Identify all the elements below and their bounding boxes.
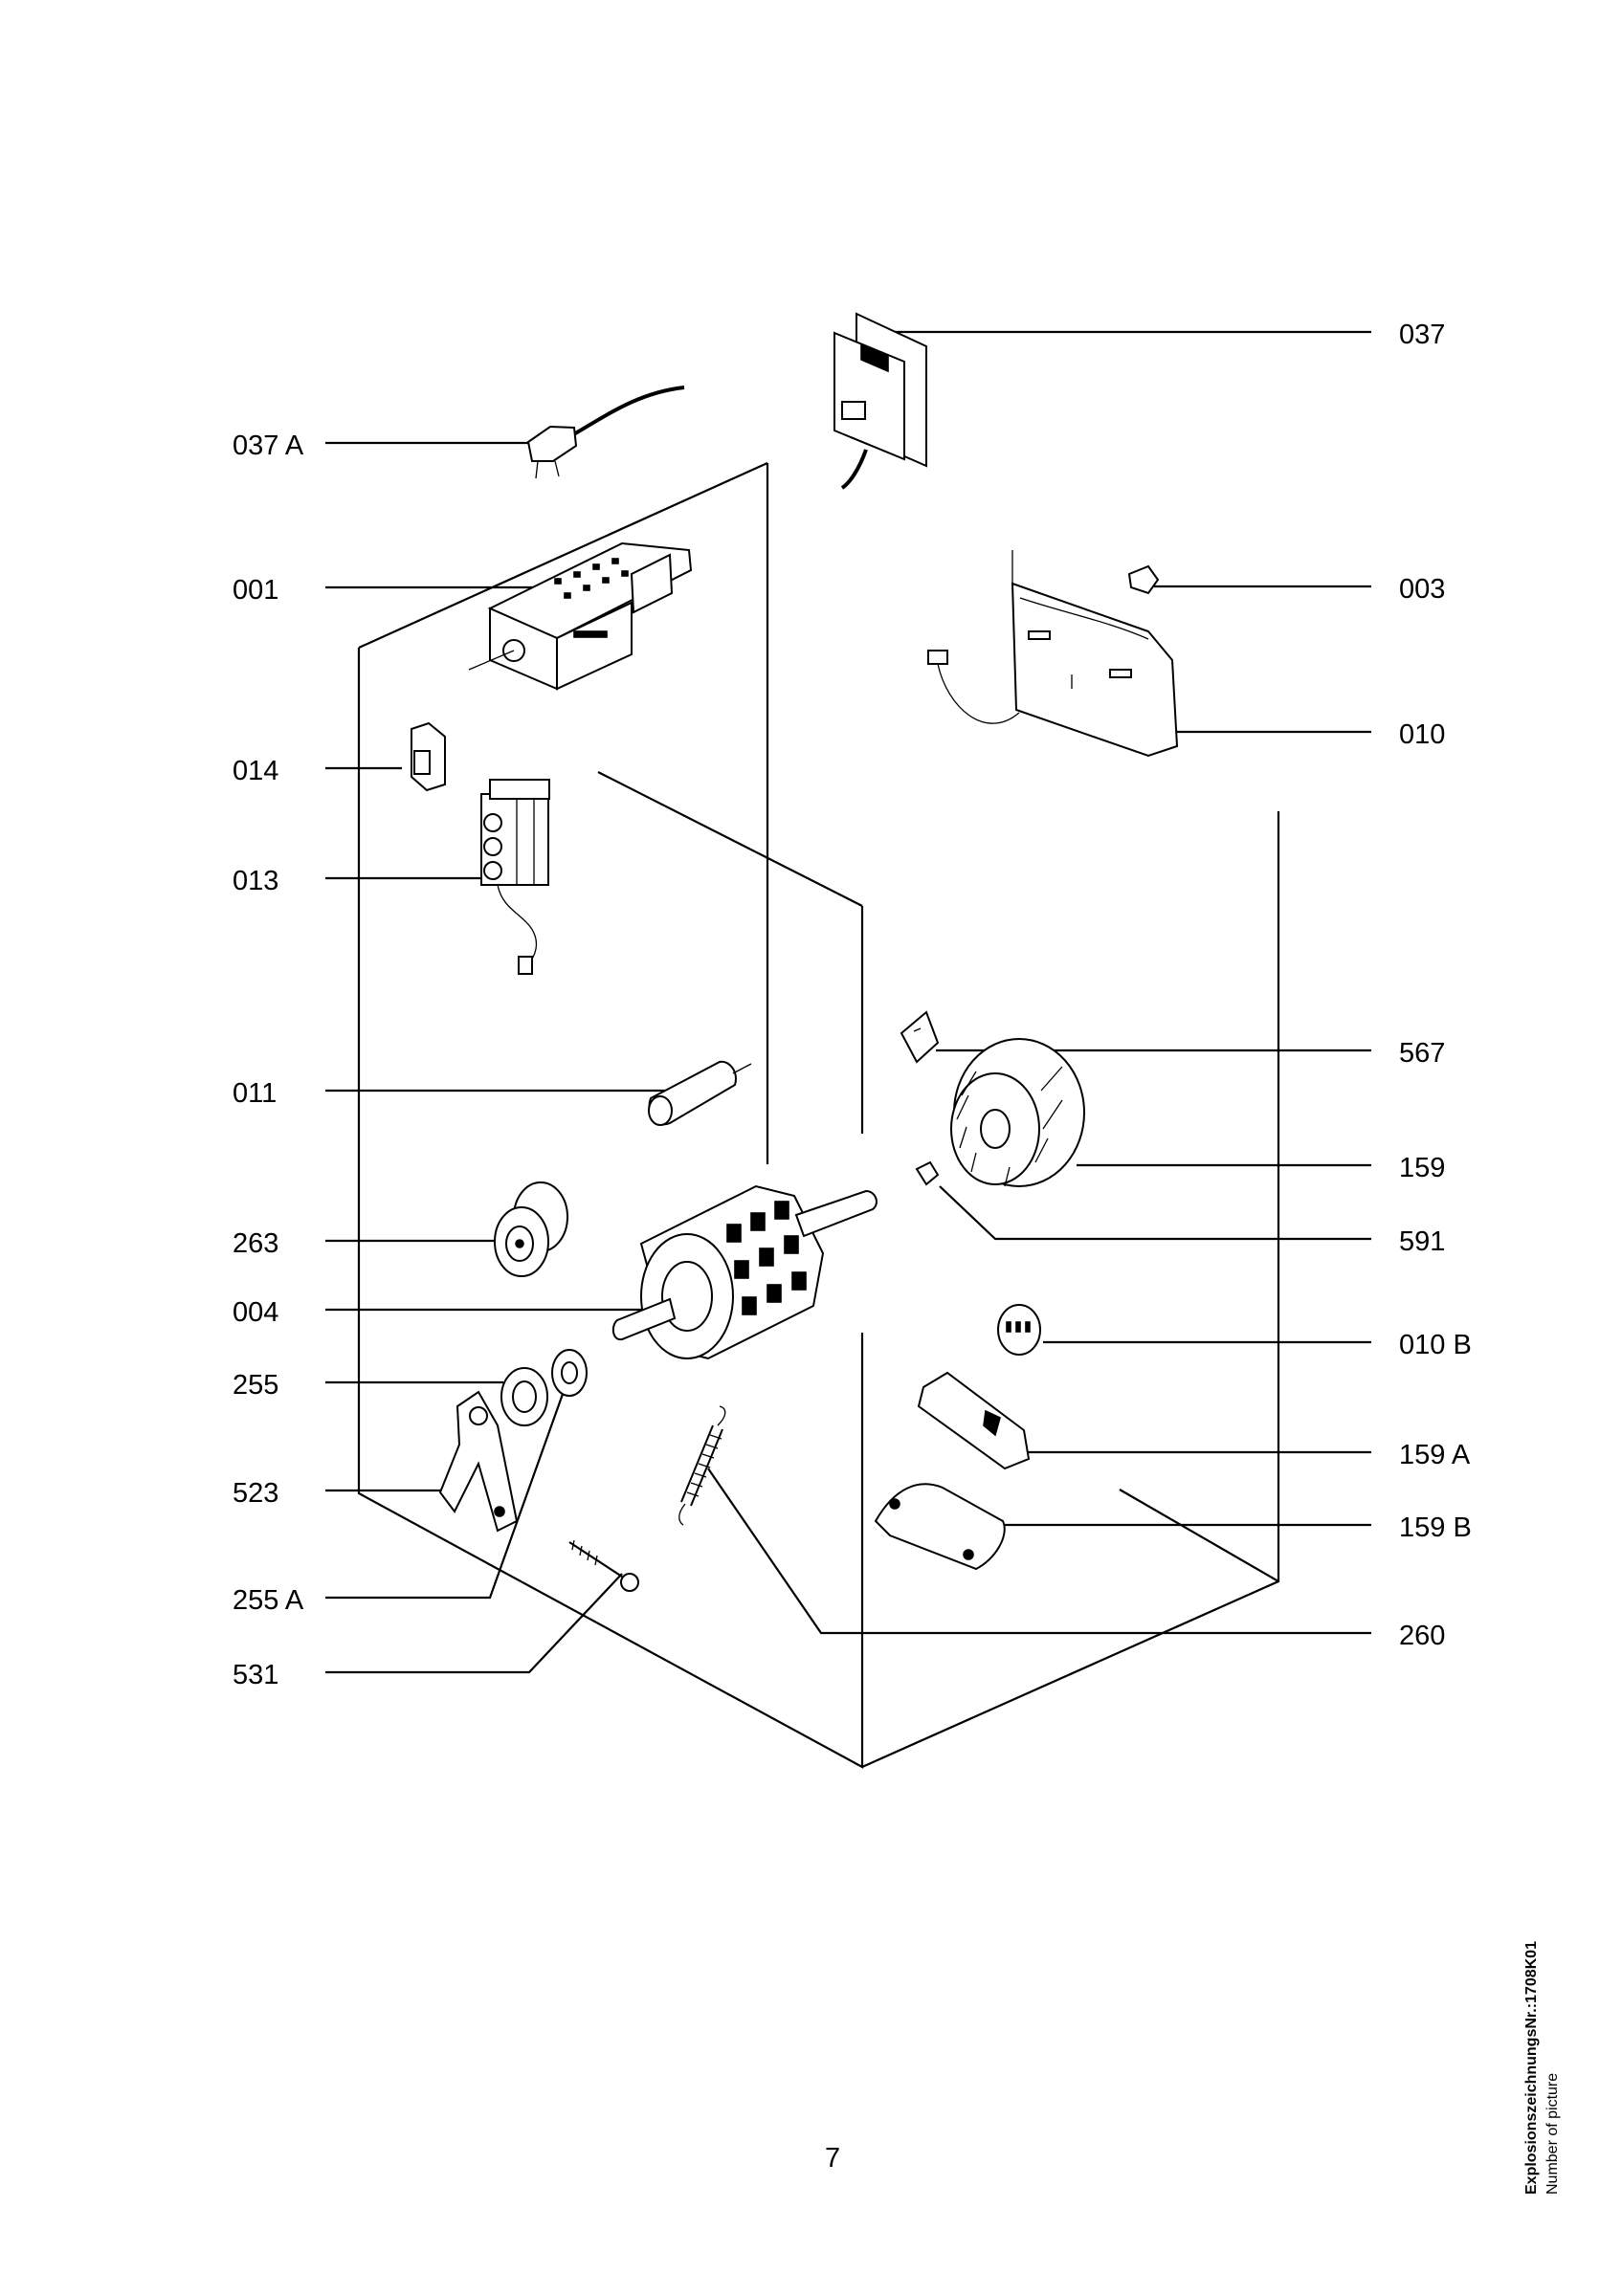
electronic-module-part [833,312,927,490]
screw-part [568,1539,639,1592]
housing-outline [357,461,1280,1769]
label-255A: 255 A [233,1585,304,1616]
page-number: 7 [825,2143,841,2174]
drawing-number-block: ExplosionszeichnungsNr.:1708K01 Number o… [1522,1869,1564,2195]
label-037A: 037 A [233,430,304,461]
bracket-part [438,1390,519,1533]
mains-plug-part [526,386,685,479]
label-011: 011 [233,1078,277,1109]
label-531: 531 [233,1660,278,1690]
bearing-part [500,1367,548,1426]
ring-part [551,1349,588,1397]
label-567: 567 [1399,1038,1445,1069]
clip-part [1127,564,1160,595]
capacitor-part [648,1060,752,1126]
drawing-number-caption: Number of picture [1544,2072,1561,2195]
label-037: 037 [1399,320,1445,350]
timer-board-part [468,541,693,691]
temperature-limiter-part [997,1304,1041,1356]
label-159B: 159 B [1399,1512,1472,1543]
fan-cover-part [917,1371,1031,1470]
label-523: 523 [233,1478,278,1509]
label-010B: 010 B [1399,1330,1472,1360]
drawing-number: ExplosionszeichnungsNr.:1708K01 [1523,1941,1540,2195]
label-260: 260 [1399,1621,1445,1651]
small-clip-part [915,1160,940,1186]
motor-part [611,1184,878,1360]
fan-housing-part [874,1483,1006,1571]
switch-part [411,721,446,792]
leader-lines-right [707,330,1371,1635]
label-004: 004 [233,1297,278,1328]
label-255: 255 [233,1370,278,1401]
leader-lines-left [325,441,676,1674]
thermostat-part [900,1010,940,1064]
fan-wheel-part [950,1038,1085,1187]
label-263: 263 [233,1228,278,1259]
pulley-part [494,1181,568,1277]
label-159A: 159 A [1399,1440,1471,1470]
part-labels: 037 A 001 014 013 011 263 004 255 523 25… [233,320,1472,1690]
label-001: 001 [233,575,278,606]
spring-part [678,1405,726,1526]
heater-bracket-part [927,550,1179,758]
selector-switch-part [480,779,550,975]
label-014: 014 [233,756,278,786]
label-010: 010 [1399,719,1445,750]
label-013: 013 [233,866,278,896]
label-159: 159 [1399,1153,1445,1183]
label-591: 591 [1399,1226,1445,1257]
label-003: 003 [1399,574,1445,605]
